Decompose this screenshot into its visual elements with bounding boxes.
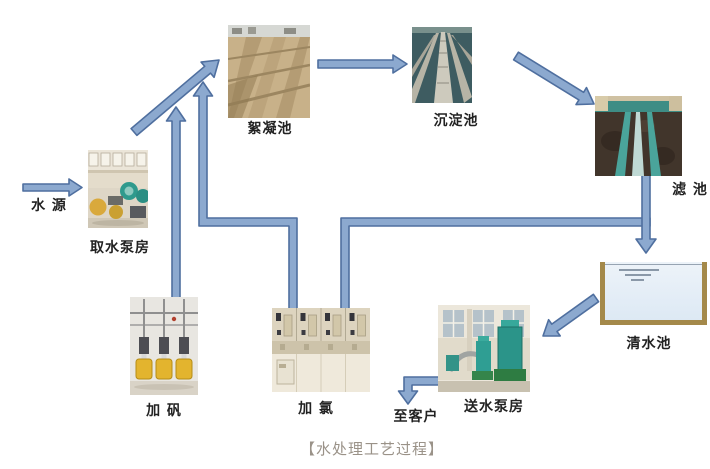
ripple-mark: [625, 274, 651, 276]
water-surface-line: [605, 264, 702, 265]
clear-water-tank-label: 清水池: [626, 336, 672, 352]
sedimentation-tank-label: 沉淀池: [433, 113, 479, 129]
arrow-chlorine-pre-dosing: [192, 81, 298, 313]
to-customers-label: 至客户: [393, 409, 439, 425]
intake-pump-house-photo: [88, 150, 148, 228]
arrow-clearwater-to-delivery: [542, 293, 600, 337]
ripple-mark: [619, 269, 659, 271]
arrow-delivery-to-customers: [397, 376, 445, 405]
clear-water-tank-shape: [600, 262, 707, 325]
arrow-sedimentation-to-filter: [512, 51, 595, 106]
delivery-pump-house-label: 送水泵房: [464, 399, 524, 415]
arrow-intake-to-flocculation: [130, 59, 220, 137]
arrow-filter-to-clearwater: [635, 171, 657, 254]
intake-pump-house-label: 取水泵房: [90, 240, 150, 256]
chlorine-dosing-label: 加 氯: [298, 401, 334, 417]
ripple-mark: [631, 279, 644, 281]
filter-tank-label: 滤 池: [672, 182, 708, 198]
water-source-label: 水 源: [31, 198, 67, 214]
arrow-source-to-intake: [22, 178, 83, 197]
flocculation-tank-label: 絮凝池: [247, 121, 293, 137]
arrow-alum-dosing: [165, 106, 187, 303]
sedimentation-tank-photo: [412, 27, 472, 103]
chlorine-dosing-photo: [272, 308, 370, 392]
filter-tank-photo: [595, 96, 682, 176]
alum-dosing-label: 加 矾: [146, 403, 182, 419]
arrow-flocculation-to-sedimentation: [317, 54, 408, 74]
alum-dosing-photo: [130, 297, 198, 395]
diagram-caption: 【水处理工艺过程】: [299, 440, 445, 458]
flocculation-tank-photo: [228, 25, 310, 118]
delivery-pump-house-photo: [438, 305, 530, 392]
